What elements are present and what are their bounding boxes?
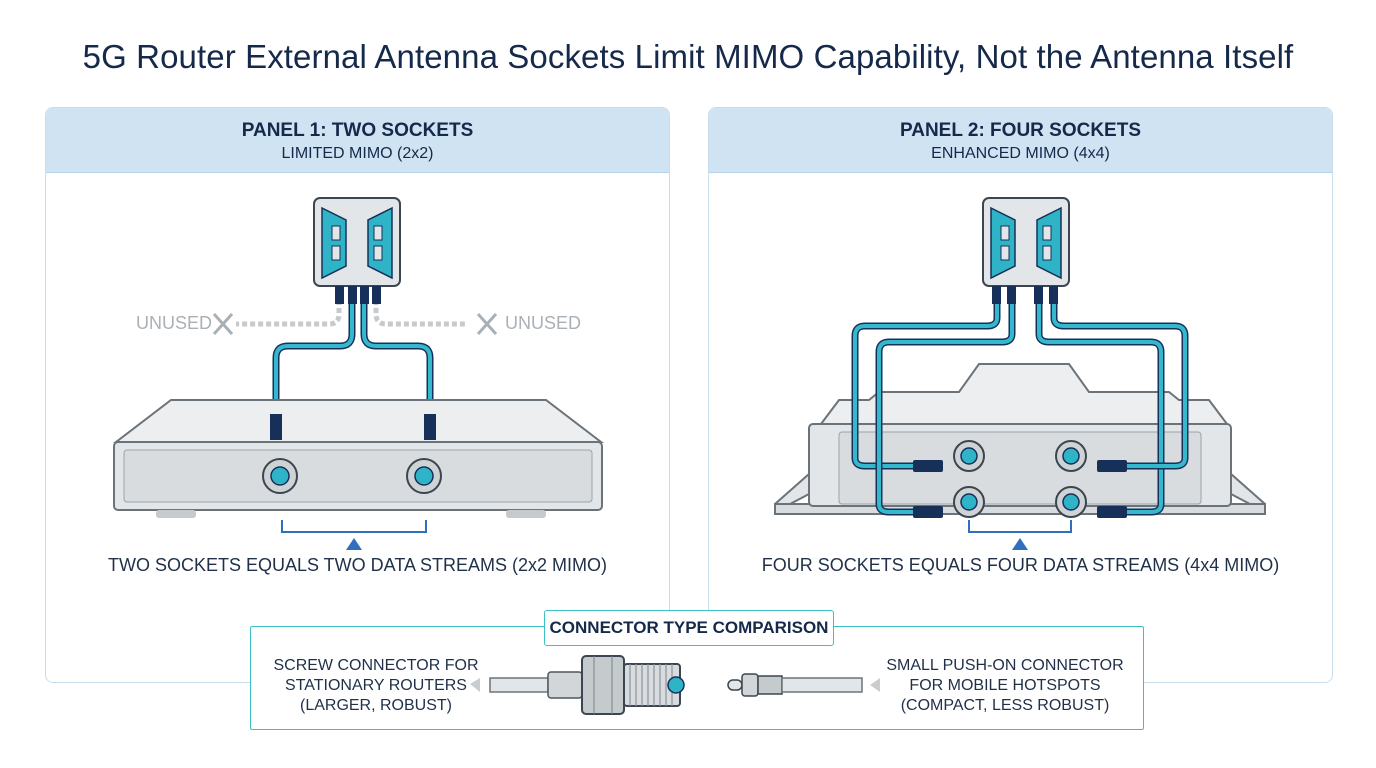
- router-icon: [113, 399, 604, 518]
- x-mark-icon: [212, 312, 498, 336]
- screw-connector-label: SCREW CONNECTOR FOR STATIONARY ROUTERS (…: [262, 656, 490, 716]
- socket-bracket: [968, 520, 1072, 533]
- panel-1-caption: TWO SOCKETS EQUALS TWO DATA STREAMS (2x2…: [107, 555, 608, 575]
- push-on-connector-label-line-2: FOR MOBILE HOTSPOTS: [909, 677, 1101, 694]
- panel-2-diagram: [774, 197, 1266, 550]
- screw-connector-label-line-2: STATIONARY ROUTERS: [285, 677, 467, 694]
- cable-plugs: [913, 460, 1127, 518]
- panel-four-sockets: PANEL 2: FOUR SOCKETS ENHANCED MIMO (4x4…: [708, 107, 1333, 683]
- up-arrow-icon: [1012, 538, 1028, 550]
- unused-cable-right: [373, 292, 466, 327]
- panel-2-caption: FOUR SOCKETS EQUALS FOUR DATA STREAMS (4…: [761, 555, 1280, 575]
- socket-bracket: [281, 520, 427, 533]
- up-arrow-icon: [346, 538, 362, 550]
- unused-label-right: UNUSED: [505, 313, 582, 333]
- unused-label-left: UNUSED: [136, 313, 213, 333]
- panel-1-title: PANEL 1: TWO SOCKETS: [241, 120, 474, 141]
- panel-two-sockets: PANEL 1: TWO SOCKETS LIMITED MIMO (2x2): [45, 107, 670, 683]
- panel-1-diagram: [113, 197, 604, 550]
- router-icon: [774, 363, 1266, 518]
- antenna-icon: [313, 197, 401, 304]
- push-on-connector-label: SMALL PUSH-ON CONNECTOR FOR MOBILE HOTSP…: [880, 656, 1130, 716]
- active-cables: [272, 304, 434, 420]
- panel-1-header: PANEL 1: TWO SOCKETS LIMITED MIMO (2x2): [46, 108, 669, 173]
- screw-connector-label-line-1: SCREW CONNECTOR FOR: [273, 657, 479, 674]
- connector-comparison-diagram: [470, 655, 880, 715]
- push-on-connector-icon: [727, 673, 880, 697]
- panel-2-header: PANEL 2: FOUR SOCKETS ENHANCED MIMO (4x4…: [709, 108, 1332, 173]
- screw-connector-icon: [470, 655, 685, 715]
- active-cables: [851, 304, 1189, 516]
- push-on-connector-label-line-3: (COMPACT, LESS ROBUST): [900, 697, 1110, 714]
- panel-2-subtitle: ENHANCED MIMO (4x4): [931, 145, 1110, 162]
- unused-cable-left: [236, 292, 342, 327]
- panel-1-subtitle: LIMITED MIMO (2x2): [281, 145, 434, 162]
- panel-2-title: PANEL 2: FOUR SOCKETS: [899, 120, 1142, 141]
- antenna-icon: [982, 197, 1070, 304]
- push-on-connector-label-line-1: SMALL PUSH-ON CONNECTOR: [886, 657, 1124, 674]
- page-title: 5G Router External Antenna Sockets Limit…: [82, 38, 1294, 75]
- screw-connector-label-line-3: (LARGER, ROBUST): [299, 697, 452, 714]
- connector-comparison-title: CONNECTOR TYPE COMPARISON: [544, 610, 834, 646]
